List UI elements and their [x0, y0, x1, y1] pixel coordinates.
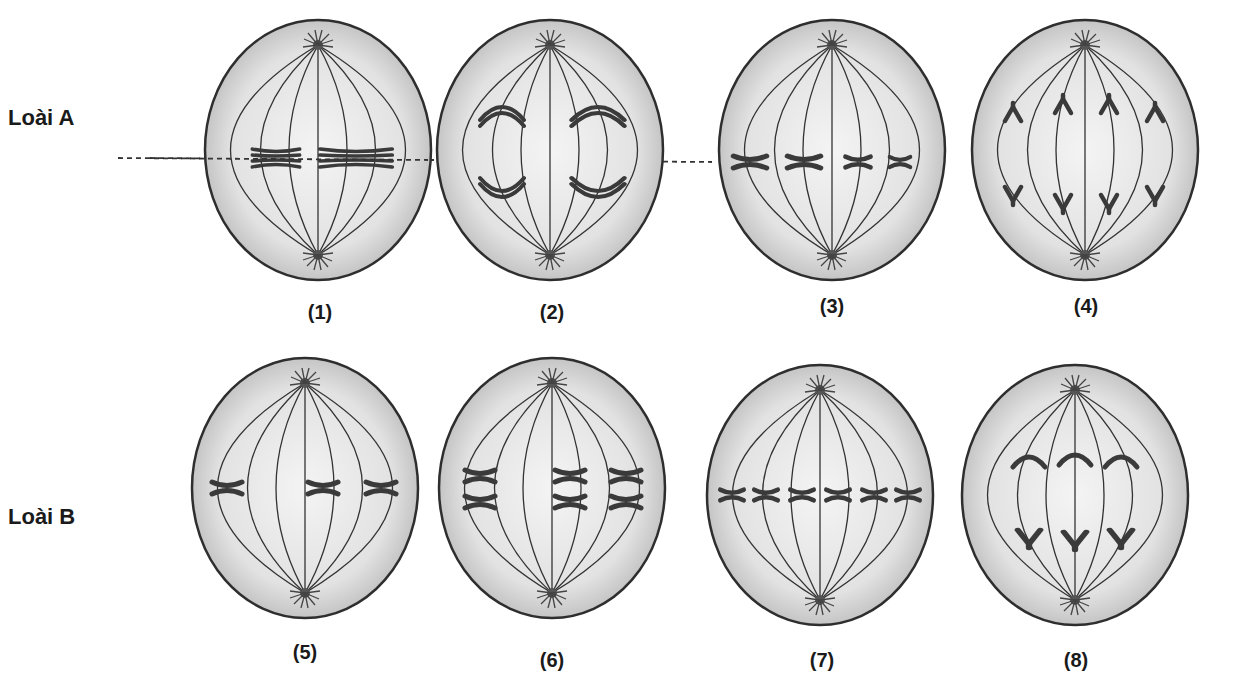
cell-1 — [118, 20, 431, 280]
figure-number: (8) — [1064, 649, 1088, 672]
figure-number: (6) — [540, 649, 564, 672]
figure-number: (5) — [293, 641, 317, 664]
species-label: Loài A — [8, 105, 74, 131]
cell-4 — [972, 20, 1198, 280]
cell-2 — [437, 20, 663, 280]
figure-number: (2) — [540, 301, 564, 324]
cell-3 — [719, 20, 945, 280]
figure-number: (4) — [1074, 295, 1098, 318]
cell-5 — [192, 358, 418, 618]
figure-number: (1) — [308, 301, 332, 324]
figure-number: (3) — [820, 295, 844, 318]
cell-6 — [439, 358, 665, 618]
cell-7 — [707, 365, 933, 625]
species-label: Loài B — [8, 504, 75, 530]
cell-8 — [962, 365, 1188, 625]
figure-number: (7) — [810, 649, 834, 672]
